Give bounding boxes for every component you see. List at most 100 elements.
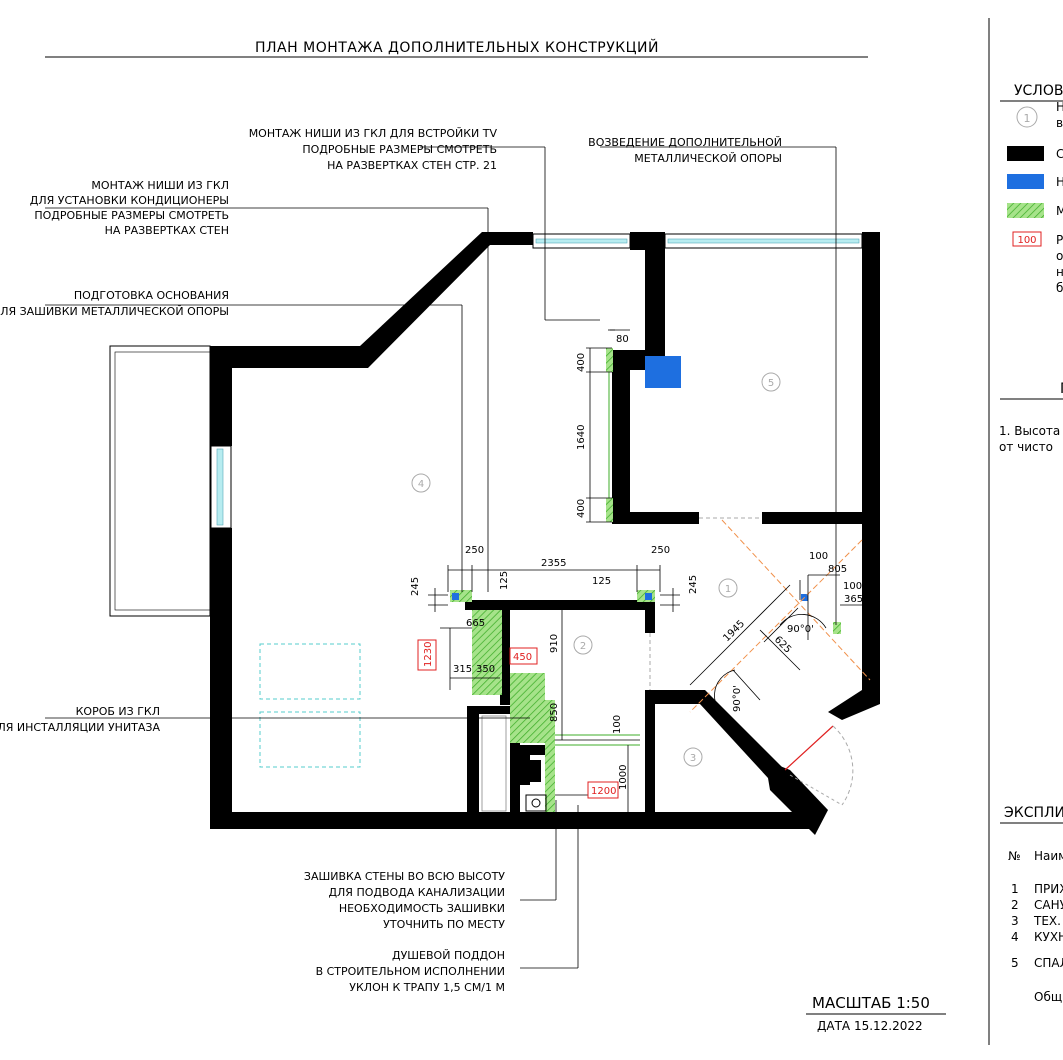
svg-text:от чисто: от чисто: [999, 440, 1053, 454]
wall-wc-top: [467, 706, 517, 714]
legend-title: УСЛОВ: [1014, 83, 1063, 99]
dimension-lines: [428, 329, 862, 812]
svg-text:250: 250: [651, 545, 670, 556]
wall-bedroom-top-left: [645, 232, 665, 355]
svg-text:КОРОБ ИЗ ГКЛ: КОРОБ ИЗ ГКЛ: [76, 705, 160, 718]
callout-wall-cover: ЗАШИВКА СТЕНЫ ВО ВСЮ ВЫСОТУ ДЛЯ ПОДВОДА …: [304, 870, 505, 931]
wall-left-lower: [210, 528, 232, 828]
svg-text:665: 665: [466, 618, 485, 629]
svg-text:90°0': 90°0': [732, 685, 743, 712]
wall-right: [862, 232, 880, 704]
date-label: ДАТА 15.12.2022: [817, 1019, 923, 1033]
svg-text:Н: Н: [1056, 175, 1063, 189]
support-axes: [689, 519, 871, 713]
svg-text:УТОЧНИТЬ ПО МЕСТУ: УТОЧНИТЬ ПО МЕСТУ: [383, 918, 505, 931]
svg-text:4: 4: [418, 479, 424, 490]
wall-top-diagonal: [210, 232, 533, 368]
callout-toilet-box: КОРОБ ИЗ ГКЛ ДЛЯ ИНСТАЛЛЯЦИИ УНИТАЗА: [0, 705, 160, 734]
svg-text:С: С: [1056, 147, 1063, 161]
legend-room-symbol: 1: [1024, 112, 1031, 125]
svg-text:Р: Р: [1056, 233, 1063, 247]
svg-text:ЗАШИВКА СТЕНЫ ВО ВСЮ ВЫСОТУ: ЗАШИВКА СТЕНЫ ВО ВСЮ ВЫСОТУ: [304, 870, 505, 883]
svg-text:80: 80: [616, 334, 629, 345]
legend-swatch-support: [1007, 174, 1044, 189]
svg-text:5: 5: [768, 378, 774, 389]
callout-ac-niche: МОНТАЖ НИШИ ИЗ ГКЛ ДЛЯ УСТАНОВКИ КОНДИЦИ…: [30, 179, 229, 237]
wall-bedroom-left: [612, 350, 630, 522]
wall-bottom-right-pier: [765, 760, 828, 835]
svg-text:ПОДГОТОВКА ОСНОВАНИЯ: ПОДГОТОВКА ОСНОВАНИЯ: [74, 289, 229, 302]
svg-text:100: 100: [1017, 235, 1036, 246]
gkl-constructions: [450, 348, 841, 812]
wall-wc-left: [467, 706, 479, 816]
entrance-door: [784, 725, 854, 806]
svg-text:н: н: [1056, 265, 1063, 279]
windows: [210, 233, 863, 529]
svg-text:400: 400: [576, 499, 587, 518]
svg-text:№: №: [1008, 849, 1020, 863]
walls: [210, 232, 880, 835]
svg-text:в: в: [1056, 116, 1063, 130]
svg-text:1230: 1230: [423, 642, 434, 667]
room-markers: 1 2 3 4 5: [411, 372, 781, 767]
svg-text:МОНТАЖ НИШИ ИЗ ГКЛ ДЛЯ ВСТРОЙК: МОНТАЖ НИШИ ИЗ ГКЛ ДЛЯ ВСТРОЙКИ TV: [249, 127, 498, 140]
svg-text:1200: 1200: [591, 786, 616, 797]
wall-bedroom-bottom-left: [612, 512, 699, 524]
svg-text:ДЛЯ ПОДВОДА КАНАЛИЗАЦИИ: ДЛЯ ПОДВОДА КАНАЛИЗАЦИИ: [328, 886, 505, 899]
svg-text:Наим: Наим: [1034, 849, 1063, 863]
svg-text:100: 100: [843, 581, 862, 592]
svg-text:625: 625: [772, 634, 793, 655]
svg-text:ДЛЯ ЗАШИВКИ МЕТАЛЛИЧЕСКОЙ ОПОР: ДЛЯ ЗАШИВКИ МЕТАЛЛИЧЕСКОЙ ОПОРЫ: [0, 305, 229, 318]
svg-text:100: 100: [612, 715, 623, 734]
svg-text:350: 350: [476, 664, 495, 675]
legend: УСЛОВ 1 Н в С Н М 100 Р о н б: [1000, 83, 1063, 295]
svg-text:ПОДРОБНЫЕ РАЗМЕРЫ СМОТРЕТЬ: ПОДРОБНЫЕ РАЗМЕРЫ СМОТРЕТЬ: [302, 143, 497, 156]
svg-text:Н: Н: [1056, 100, 1063, 114]
legend-red-mark: [1012, 231, 1042, 247]
svg-text:1: 1: [725, 584, 731, 595]
svg-text:400: 400: [576, 353, 587, 372]
svg-text:НА РАЗВЕРТКАХ СТЕН СТР. 21: НА РАЗВЕРТКАХ СТЕН СТР. 21: [327, 159, 497, 172]
svg-text:3: 3: [690, 753, 696, 764]
svg-text:САНУ: САНУ: [1034, 898, 1063, 912]
metal-supports: [452, 356, 808, 601]
svg-text:125: 125: [592, 576, 611, 587]
svg-text:245: 245: [688, 575, 699, 594]
svg-text:НЕОБХОДИМОСТЬ ЗАШИВКИ: НЕОБХОДИМОСТЬ ЗАШИВКИ: [339, 902, 505, 915]
wall-bath-left: [500, 605, 510, 705]
svg-text:90°0': 90°0': [787, 624, 814, 635]
svg-text:2355: 2355: [541, 558, 566, 569]
wall-bath-top-right: [645, 600, 655, 633]
wall-right-diagonal: [828, 690, 880, 720]
wall-wc-right: [510, 706, 520, 816]
svg-text:В СТРОИТЕЛЬНОМ ИСПОЛНЕНИИ: В СТРОИТЕЛЬНОМ ИСПОЛНЕНИИ: [316, 965, 505, 978]
svg-text:1000: 1000: [618, 765, 629, 790]
leader-lines: [45, 146, 837, 969]
callout-support: ВОЗВЕДЕНИЕ ДОПОЛНИТЕЛЬНОЙ МЕТАЛЛИЧЕСКОЙ …: [588, 136, 782, 165]
svg-text:125: 125: [499, 571, 510, 590]
kitchen-table-2: [259, 711, 361, 768]
notes: П 1. Высота от чисто: [999, 381, 1063, 454]
svg-text:ПРИХ: ПРИХ: [1034, 882, 1063, 896]
wc-fixtures: [481, 715, 547, 812]
svg-text:4: 4: [1011, 930, 1019, 944]
svg-text:1. Высота: 1. Высота: [999, 424, 1060, 438]
sheet-title: ПЛАН МОНТАЖА ДОПОЛНИТЕЛЬНЫХ КОНСТРУКЦИЙ: [255, 38, 659, 56]
svg-text:МЕТАЛЛИЧЕСКОЙ ОПОРЫ: МЕТАЛЛИЧЕСКОЙ ОПОРЫ: [634, 152, 782, 165]
svg-text:100: 100: [809, 551, 828, 562]
callout-base-prep: ПОДГОТОВКА ОСНОВАНИЯ ДЛЯ ЗАШИВКИ МЕТАЛЛИ…: [0, 289, 229, 318]
svg-text:МОНТАЖ НИШИ ИЗ ГКЛ: МОНТАЖ НИШИ ИЗ ГКЛ: [91, 179, 229, 192]
wall-bath-top: [465, 600, 653, 610]
red-height-marks: 1230 450 1200: [417, 639, 619, 799]
legend-swatch-gkl: [1007, 203, 1044, 218]
scale-label: МАСШТАБ 1:50: [812, 994, 930, 1012]
svg-text:СПАЛ: СПАЛ: [1034, 956, 1063, 970]
svg-text:850: 850: [549, 703, 560, 722]
wall-bath-right: [645, 690, 655, 825]
svg-text:245: 245: [410, 577, 421, 596]
svg-text:ТЕХ.: ТЕХ.: [1033, 914, 1061, 928]
svg-text:М: М: [1056, 204, 1063, 218]
svg-text:б: б: [1056, 281, 1063, 295]
svg-text:5: 5: [1011, 956, 1019, 970]
